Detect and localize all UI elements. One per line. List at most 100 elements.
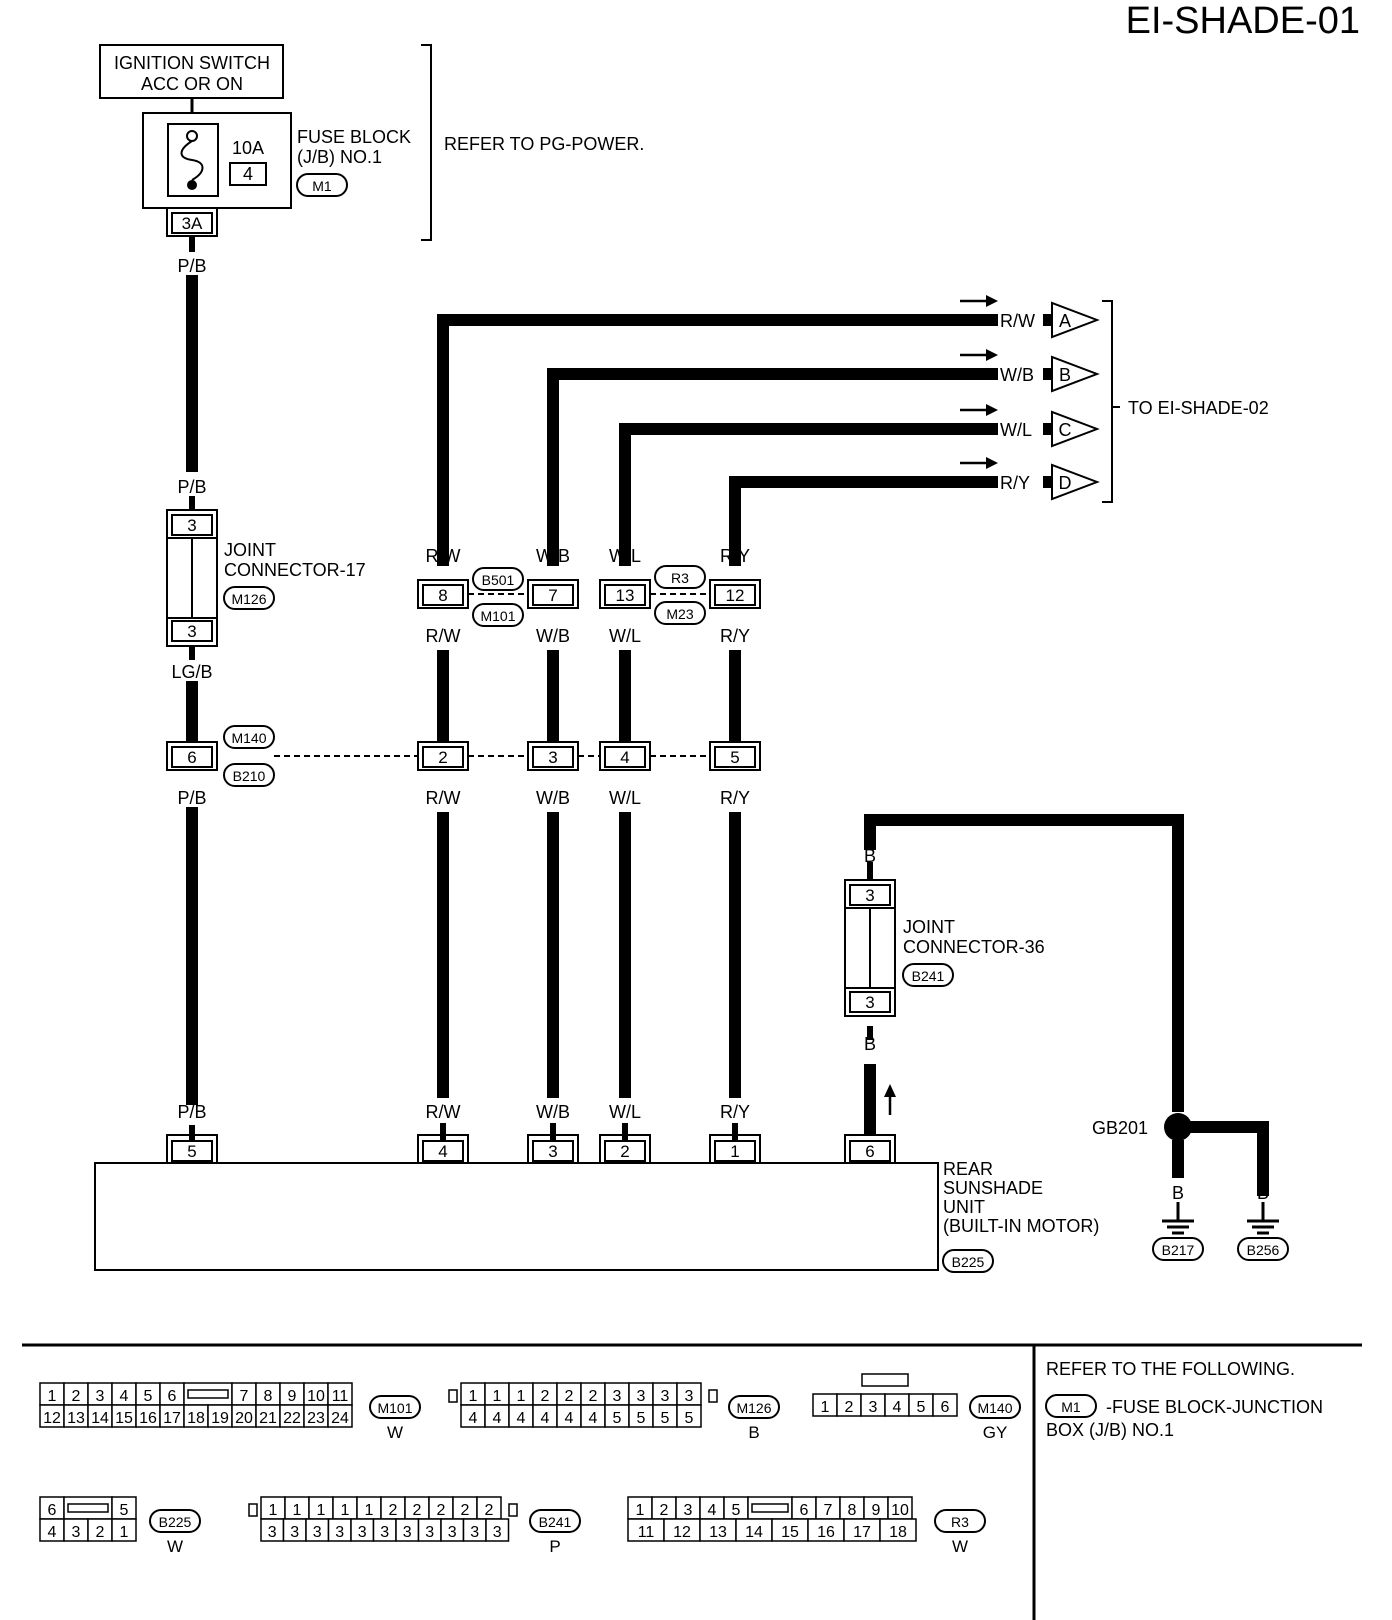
r3-pin-wl: 13 [616,586,635,605]
b241-face-pin-label: 3 [313,1524,322,1541]
ignition-switch-label-1: IGNITION SWITCH [114,53,270,73]
m126-face-pin-label: 1 [493,1388,502,1405]
b210-connector-id: B210 [233,768,266,784]
jc17-connector-id: M126 [231,591,266,607]
m101-face-pin-label: 8 [264,1388,273,1405]
m101-face-pin-label: 19 [211,1410,229,1427]
m101-face-pin-label: 16 [139,1410,157,1427]
m140-face-cell [932,1393,958,1417]
r3-face-badge [934,1509,986,1533]
b241-face-pin-label: 1 [293,1502,302,1519]
ground-b256: B256 [1247,1242,1280,1258]
b241-face-pin-label: 2 [485,1502,494,1519]
unit-pin-2: 2 [620,1142,629,1161]
m140-face-key [861,1373,909,1387]
r3-face-color: W [952,1537,968,1556]
fuse-number: 4 [243,164,253,184]
m101-face-pin-label: 9 [288,1388,297,1405]
m101-face-pin-label: 13 [67,1410,85,1427]
fuse-pin: 3A [182,214,203,233]
wire-label-wb-1: W/B [536,546,570,566]
fuse-block: 10A 4 [142,112,292,209]
m126-face-pin-label: 3 [661,1388,670,1405]
wire-label-ry-3: R/Y [720,788,750,808]
b241-face-pin-label: 2 [437,1502,446,1519]
m140-face-pin-label: 5 [917,1399,926,1416]
m140-face-pin-label: 6 [941,1399,950,1416]
b225-face-color: W [167,1537,183,1556]
m101-face-pin-label: 6 [168,1388,177,1405]
r3-face-pin-label: 13 [709,1524,727,1541]
wire-b [864,814,1184,1134]
wire-label-rw-1: R/W [426,546,461,566]
r3-face-cell [879,1518,917,1542]
jc36-pin-bottom: 3 [865,993,874,1012]
r3-face-pin-label: 14 [745,1524,763,1541]
wire-label-wb-3: W/B [536,788,570,808]
m126-face-latch [448,1389,458,1403]
output-letter-a: A [1059,311,1071,331]
jc36-label-1: JOINT [903,917,955,937]
b241-face-pin-label: 3 [448,1524,457,1541]
wire-label-pb-2: P/B [177,477,206,497]
lower-wires [437,812,741,1140]
r3-pin-ry: 12 [726,586,745,605]
wire-label-rw-2: R/W [426,626,461,646]
unit-pin-6: 6 [865,1142,874,1161]
m140-face-pin-label: 2 [845,1399,854,1416]
m126-face-pin-label: 4 [469,1410,478,1427]
b241-face-latch [508,1503,518,1517]
jc36-pin-top: 3 [865,886,874,905]
to-ei-shade-02: TO EI-SHADE-02 [1128,398,1269,418]
joint-connector-17: 3 3 [166,509,218,647]
m140-face-pin-label: 4 [893,1399,902,1416]
wire-label-b-1: B [864,846,876,866]
m101-face-pin-label: 5 [144,1388,153,1405]
wire-label-wl-1: W/L [609,546,641,566]
ground-label: GB201 [1092,1118,1148,1138]
b241-face-pin-label: 1 [269,1502,278,1519]
m140-pin-2: 2 [438,748,447,767]
r3-face-pin-label: 6 [800,1502,809,1519]
m126-face-pin-label: 1 [517,1388,526,1405]
r3-face-pin-label: 2 [660,1502,669,1519]
wire-label-ry-4: R/Y [720,1102,750,1122]
m140-pin-1: 6 [187,748,196,767]
b241-face-pin-label: 1 [365,1502,374,1519]
b241-face-pin-label: 2 [389,1502,398,1519]
output-wire-b: W/B [1000,365,1034,385]
r3-face-key [751,1503,789,1513]
b501-pin-wb: 7 [548,586,557,605]
m101-face-pin-label: 22 [283,1410,301,1427]
wire-label-b-2: B [864,1034,876,1054]
m101-face-pin-label: 17 [163,1410,181,1427]
wire-label-pb-3: P/B [177,788,206,808]
wire-label-ry-2: R/Y [720,626,750,646]
b225-face-pin-label: 5 [120,1502,129,1519]
b241-face-pin-label: 3 [425,1524,434,1541]
b225-face-pin-label: 1 [120,1524,129,1541]
legend-refer: REFER TO THE FOLLOWING. [1046,1359,1295,1379]
unit-pin-5: 5 [187,1142,196,1161]
wire-label-rw-3: R/W [426,788,461,808]
b241-face-pin-label: 3 [470,1524,479,1541]
jc17-pin-bottom: 3 [187,622,196,641]
b225-face-cell [111,1518,137,1542]
r3-face-pin-label: 1 [636,1502,645,1519]
wire-label-lgb: LG/B [171,662,212,682]
m126-face-pin-label: 5 [613,1410,622,1427]
b241-face-pin-label: 1 [317,1502,326,1519]
direction-arrows [960,295,998,469]
m101-face-badge [369,1395,421,1419]
wire-label-b-4: B [1257,1183,1269,1203]
m140-connector-id: M140 [231,730,266,746]
m101-face-color: W [387,1423,403,1442]
r3-face-pin-label: 9 [872,1502,881,1519]
m126-face-latch [708,1389,718,1403]
unit-pin-4: 4 [438,1142,447,1161]
m140-face-color: GY [983,1423,1008,1442]
unit-label-4: (BUILT-IN MOTOR) [943,1216,1099,1236]
r3-face-pin-label: 17 [853,1524,871,1541]
